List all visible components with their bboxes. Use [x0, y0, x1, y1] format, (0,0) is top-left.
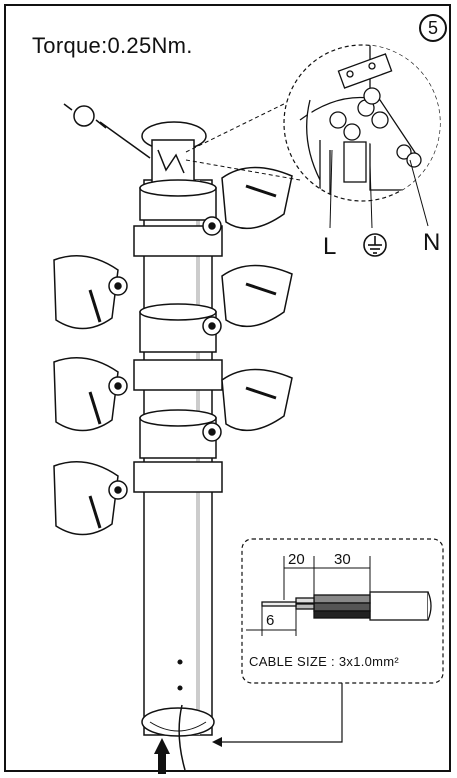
stripped-cable [261, 591, 432, 621]
zoom-callout [185, 44, 441, 229]
cable-size-inset [212, 538, 444, 747]
pole-top-cap [63, 103, 207, 187]
spotlight-left-3 [53, 461, 128, 536]
spotlight-right-3 [202, 368, 293, 442]
ground-symbol [363, 233, 387, 257]
spotlight-left-1 [53, 255, 128, 330]
live-wire-label: L [323, 233, 337, 260]
spotlight-right-1 [202, 166, 293, 236]
neutral-wire-label: N [423, 229, 441, 256]
cable-entry-arrow [154, 738, 170, 774]
torque-title: Torque:0.25Nm. [32, 33, 193, 58]
dimension-30-label: 30 [334, 551, 351, 568]
pole-bottom-opening [141, 704, 215, 771]
spotlight-left-2 [53, 357, 128, 432]
cable-size-label: CABLE SIZE : 3x1.0mm² [249, 654, 400, 669]
step-number-badge: 5 [419, 14, 447, 42]
dimension-lines [246, 556, 371, 636]
mounting-rings [133, 179, 223, 493]
dimension-20-label: 20 [288, 551, 305, 568]
spotlight-right-2 [202, 264, 293, 336]
dimension-6-label: 6 [266, 612, 275, 629]
